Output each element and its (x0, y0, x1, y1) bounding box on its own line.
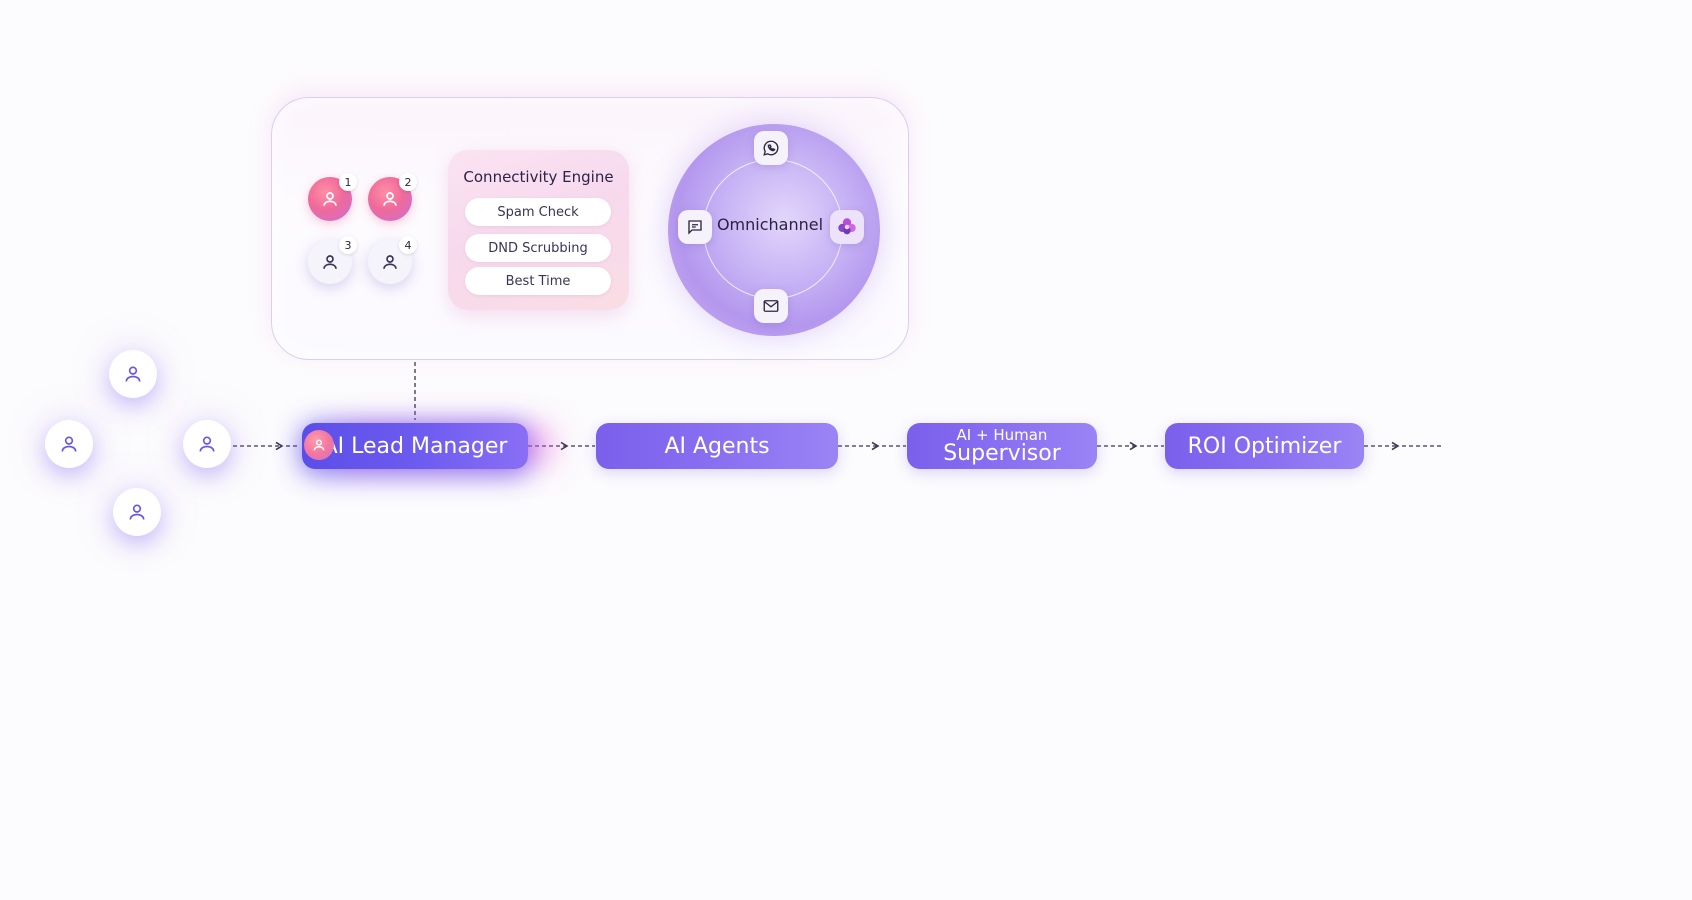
lead-2[interactable]: 2 (368, 173, 417, 221)
stage-sub-label: AI + Human (956, 425, 1048, 444)
check-dnd[interactable]: DND Scrubbing (465, 234, 611, 262)
chat-icon[interactable] (678, 210, 712, 244)
connectivity-engine-card: Connectivity Engine Spam Check DND Scrub… (448, 150, 629, 310)
person-icon (199, 436, 215, 452)
person-icon (313, 439, 325, 451)
stage-label: ROI Optimizer (1187, 433, 1342, 459)
person-icon (323, 255, 337, 269)
inbound-lead[interactable] (109, 350, 157, 398)
lead-number-badge: 4 (399, 236, 417, 254)
engine-title: Connectivity Engine (463, 168, 614, 186)
inbound-lead[interactable] (183, 420, 231, 468)
lead-3[interactable]: 3 (308, 236, 357, 284)
stage-supervisor[interactable]: AI + Human Supervisor (907, 423, 1097, 469)
brand-logo-icon[interactable] (830, 210, 864, 244)
person-icon (61, 436, 77, 452)
lead-4[interactable]: 4 (368, 236, 417, 284)
person-icon (383, 192, 397, 206)
person-icon (129, 504, 145, 520)
stage-label: Supervisor (943, 440, 1061, 466)
lead-number-badge: 3 (339, 236, 357, 254)
stage-roi-optimizer[interactable]: ROI Optimizer (1165, 423, 1364, 469)
manager-avatar (304, 430, 334, 460)
whatsapp-icon[interactable] (754, 131, 788, 165)
stage-label: AI Agents (664, 433, 770, 459)
stage-ai-lead-manager[interactable]: AI Lead Manager (302, 423, 528, 469)
person-icon (383, 255, 397, 269)
inbound-lead[interactable] (45, 420, 93, 468)
check-spam[interactable]: Spam Check (465, 198, 611, 226)
person-icon (125, 366, 141, 382)
stage-ai-agents[interactable]: AI Agents (596, 423, 838, 469)
check-best-time[interactable]: Best Time (465, 267, 611, 295)
lead-number-badge: 1 (339, 173, 357, 191)
person-icon (323, 192, 337, 206)
lead-1[interactable]: 1 (308, 173, 357, 221)
inbound-lead[interactable] (113, 488, 161, 536)
lead-number-badge: 2 (399, 173, 417, 191)
stage-label: AI Lead Manager (322, 433, 508, 459)
omnichannel-label: Omnichannel (716, 215, 824, 234)
mail-icon[interactable] (754, 289, 788, 323)
